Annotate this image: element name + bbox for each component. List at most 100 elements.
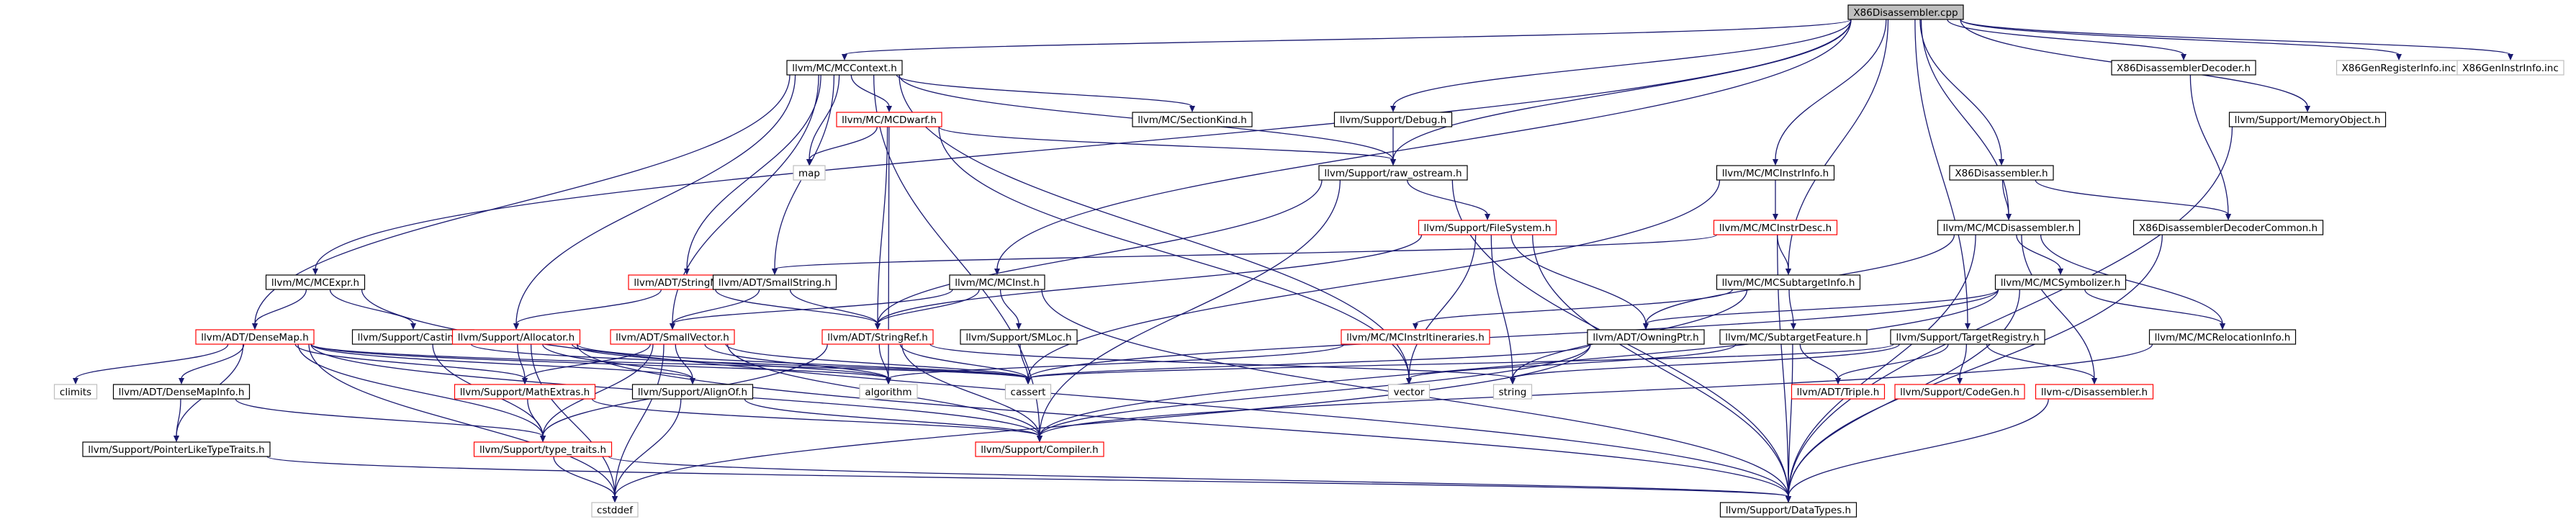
node-box (1894, 384, 2025, 400)
node-mcreloc[interactable]: llvm/MC/MCRelocationInfo.h (2148, 329, 2297, 345)
node-smallvector[interactable]: llvm/ADT/SmallVector.h (610, 329, 735, 345)
node-box (2133, 220, 2324, 235)
edge-root-to-x86gii (1960, 19, 2513, 60)
node-filesystem[interactable]: llvm/Support/FileSystem.h (1418, 220, 1557, 235)
node-box (195, 329, 315, 345)
edge-smallvector-to-mathextras (522, 343, 651, 384)
edge-mcdwarf-to-map (806, 126, 878, 166)
node-allocator[interactable]: llvm/Support/Allocator.h (451, 329, 581, 345)
node-label: llvm/Support/TargetRegistry.h (1896, 332, 2039, 343)
node-mcinstrdesc[interactable]: llvm/MC/MCInstrDesc.h (1713, 220, 1838, 235)
node-label: llvm/Support/MathExtras.h (460, 387, 590, 398)
node-box (2456, 60, 2564, 76)
node-mcctx[interactable]: llvm/MC/MCContext.h (786, 60, 903, 76)
node-mcinst[interactable]: llvm/MC/MCInst.h (949, 274, 1045, 290)
node-mcinstrit[interactable]: llvm/MC/MCInstrItineraries.h (1341, 329, 1490, 345)
node-datatypes[interactable]: llvm/Support/DataTypes.h (1719, 502, 1857, 518)
edge-arrowhead (179, 378, 184, 384)
node-subtargetfeature[interactable]: llvm/MC/SubtargetFeature.h (1719, 329, 1868, 345)
edge-arrowhead (1016, 323, 1022, 330)
node-alignof[interactable]: llvm/Support/AlignOf.h (631, 384, 754, 400)
edge-root-to-targetreg (1914, 19, 1971, 330)
node-label: llvm/Support/Allocator.h (458, 332, 575, 343)
node-mcsti[interactable]: llvm/MC/MCSubtargetInfo.h (1716, 274, 1861, 290)
node-box (786, 60, 903, 76)
edge-smallvector-to-algorithm (704, 343, 891, 384)
node-densemapinfo[interactable]: llvm/ADT/DenseMapInfo.h (112, 384, 251, 400)
node-x86ddc[interactable]: X86DisassemblerDecoderCommon.h (2133, 220, 2324, 235)
node-box (1318, 165, 1468, 181)
node-triple[interactable]: llvm/ADT/Triple.h (1791, 384, 1886, 400)
node-box (1716, 274, 1861, 290)
node-string: string (1492, 384, 1533, 400)
node-root[interactable]: X86Disassembler.cpp (1847, 4, 1964, 20)
node-typetraits[interactable]: llvm/Support/type_traits.h (473, 441, 613, 457)
node-label: map (798, 168, 820, 179)
node-rawos[interactable]: llvm/Support/raw_ostream.h (1318, 165, 1468, 181)
node-compiler[interactable]: llvm/Support/Compiler.h (975, 441, 1104, 457)
node-smloc[interactable]: llvm/Support/SMLoc.h (960, 329, 1078, 345)
edge-mcinst-to-smallvector (670, 289, 953, 330)
node-label: llvm/Support/Compiler.h (981, 444, 1098, 456)
node-llvmcdis[interactable]: llvm-c/Disassembler.h (2035, 384, 2154, 400)
node-label: llvm/MC/MCRelocationInfo.h (2155, 332, 2291, 343)
node-label: llvm/Support/DataTypes.h (1726, 505, 1851, 516)
node-stringref[interactable]: llvm/ADT/StringRef.h (821, 329, 934, 345)
node-mcdisasm[interactable]: llvm/MC/MCDisassembler.h (1937, 220, 2081, 235)
node-box (473, 441, 613, 457)
node-memobj[interactable]: llvm/Support/MemoryObject.h (2228, 112, 2387, 127)
node-x86dd[interactable]: X86DisassemblerDecoder.h (2111, 60, 2256, 76)
edge-mcctx-to-mcdwarf (850, 74, 892, 112)
node-mcexpr[interactable]: llvm/MC/MCExpr.h (265, 274, 366, 290)
node-debug[interactable]: llvm/Support/Debug.h (1333, 112, 1453, 127)
node-smallstring[interactable]: llvm/ADT/SmallString.h (712, 274, 837, 290)
node-label: llvm/ADT/SmallString.h (719, 277, 831, 289)
edge-arrowhead (1406, 378, 1412, 384)
node-label: llvm/Support/raw_ostream.h (1324, 168, 1462, 179)
node-x86dis[interactable]: X86Disassembler.h (1949, 165, 2054, 181)
node-label: llvm/Support/PointerLikeTypeTraits.h (88, 444, 264, 456)
node-label: llvm/MC/MCExpr.h (271, 277, 359, 289)
node-box (836, 112, 942, 127)
node-label: llvm/Support/Debug.h (1340, 114, 1446, 126)
node-box (821, 329, 934, 345)
node-densemap[interactable]: llvm/ADT/DenseMap.h (195, 329, 315, 345)
edge-arrowhead (2091, 378, 2097, 384)
edge-arrowhead (886, 378, 891, 384)
node-label: algorithm (865, 387, 911, 398)
edge-arrowhead (842, 54, 847, 60)
node-box (1791, 384, 1886, 400)
edge-mcctx-to-smallvector (670, 74, 819, 330)
node-mcsym[interactable]: llvm/MC/MCSymbolizer.h (1994, 274, 2127, 290)
edge-root-to-mcinst (994, 19, 1852, 275)
node-targetreg[interactable]: llvm/Support/TargetRegistry.h (1890, 329, 2045, 345)
edge-arrowhead (772, 269, 778, 275)
edge-arrowhead (522, 378, 528, 384)
node-box (454, 384, 596, 400)
edge-root-to-mcsti (1785, 19, 1889, 275)
node-label: llvm/Support/MemoryObject.h (2235, 114, 2381, 126)
edge-targetreg-to-codegen (1957, 343, 1967, 384)
edge-x86dd-to-x86ddc (2189, 74, 2231, 220)
node-x86gii: X86GenInstrInfo.inc (2456, 60, 2564, 76)
edge-arrowhead (806, 159, 812, 166)
edge-targetreg-to-llvmcdis (1986, 343, 2097, 384)
node-label: llvm/MC/MCInstrDesc.h (1719, 222, 1832, 234)
node-ptrtraits[interactable]: llvm/Support/PointerLikeTypeTraits.h (82, 441, 271, 457)
edge-ptrtraits-to-datatypes (266, 456, 1791, 503)
edge-arrowhead (2181, 54, 2187, 60)
node-mcdwarf[interactable]: llvm/MC/MCDwarf.h (836, 112, 942, 127)
edge-arrowhead (1643, 323, 1649, 330)
edge-mcinstrit-to-algorithm (886, 343, 1345, 384)
edge-subtargetfeature-to-triple (1799, 343, 1841, 384)
node-label: llvm/MC/MCSubtargetInfo.h (1722, 277, 1855, 289)
edge-arrowhead (1025, 378, 1031, 384)
node-label: llvm/MC/MCContext.h (792, 63, 897, 74)
node-codegen[interactable]: llvm/Support/CodeGen.h (1894, 384, 2025, 400)
node-mcinstrinfo[interactable]: llvm/MC/MCInstrInfo.h (1716, 165, 1835, 181)
edge-densemapinfo-to-typetraits (235, 398, 546, 442)
node-owningptr[interactable]: llvm/ADT/OwningPtr.h (1587, 329, 1705, 345)
node-seckind[interactable]: llvm/MC/SectionKind.h (1132, 112, 1253, 127)
node-mathextras[interactable]: llvm/Support/MathExtras.h (454, 384, 596, 400)
